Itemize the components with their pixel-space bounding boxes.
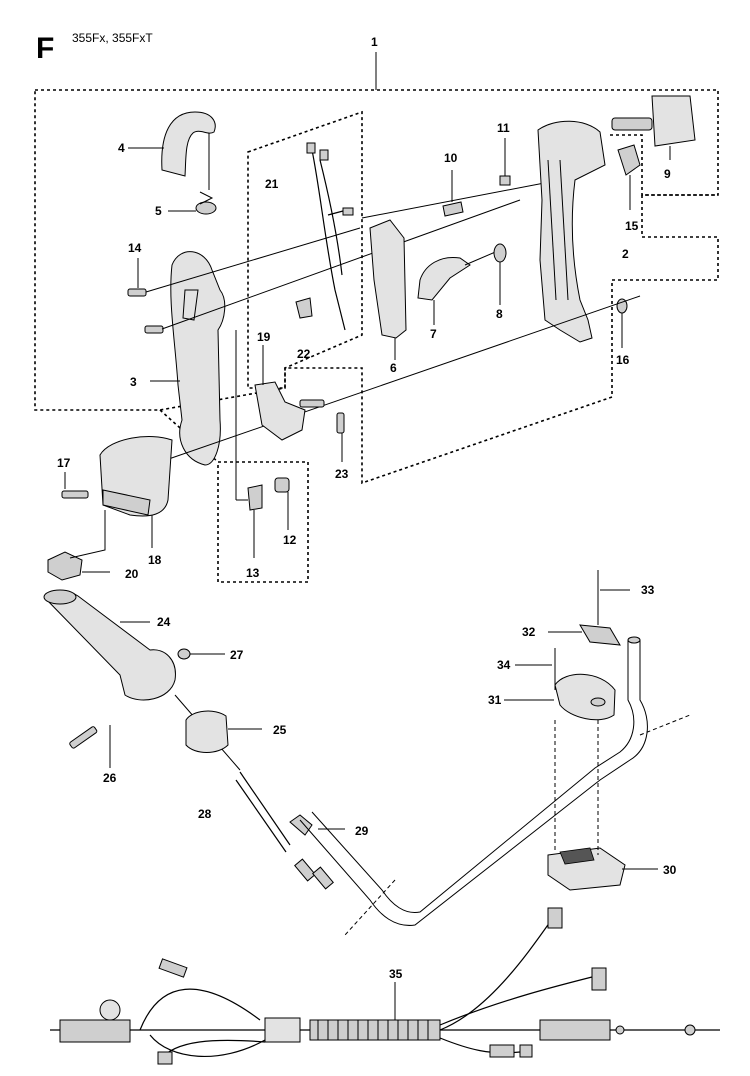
callout-13: 13 bbox=[246, 566, 260, 580]
callout-7: 7 bbox=[430, 327, 437, 341]
model-names: 355Fx, 355FxT bbox=[72, 31, 153, 45]
callout-16: 16 bbox=[616, 353, 630, 367]
part-2-handle-half bbox=[537, 120, 606, 343]
callout-20: 20 bbox=[125, 567, 139, 581]
part-27-washer bbox=[177, 648, 225, 660]
part-8-spring bbox=[493, 243, 507, 305]
callout-1: 1 bbox=[371, 35, 378, 49]
part-21-wire-harness bbox=[306, 142, 354, 331]
callout-19: 19 bbox=[257, 330, 271, 344]
callout-4: 4 bbox=[118, 141, 125, 155]
callout-30: 30 bbox=[663, 863, 677, 877]
part-10-spring bbox=[361, 170, 561, 219]
part-11-nut bbox=[499, 138, 511, 186]
callout-35: 35 bbox=[389, 967, 403, 981]
callout-22: 22 bbox=[297, 347, 311, 361]
part-28-29-bar bbox=[235, 771, 345, 890]
part-20-switch bbox=[47, 510, 110, 581]
assembly-boundary-1 bbox=[34, 89, 719, 485]
section-letter: F bbox=[36, 32, 54, 65]
callout-12: 12 bbox=[283, 533, 297, 547]
part-15-switch bbox=[617, 144, 641, 210]
callout-10: 10 bbox=[444, 151, 458, 165]
callout-11: 11 bbox=[497, 121, 510, 135]
callout-9: 9 bbox=[664, 167, 671, 181]
callout-6: 6 bbox=[390, 361, 397, 375]
callout-8: 8 bbox=[496, 307, 503, 321]
part-25-clamp bbox=[185, 710, 262, 753]
callout-labels: 1 2 3 4 5 6 7 8 9 10 11 12 13 14 15 16 1… bbox=[57, 35, 677, 981]
sub-boundary-21 bbox=[247, 110, 363, 389]
part-17-screw bbox=[61, 472, 89, 499]
callout-21: 21 bbox=[265, 177, 279, 191]
part-30-handlebar bbox=[299, 636, 691, 936]
callout-18: 18 bbox=[148, 553, 162, 567]
callout-5: 5 bbox=[155, 204, 162, 218]
callout-29: 29 bbox=[355, 824, 369, 838]
callout-3: 3 bbox=[130, 375, 137, 389]
part-22-clip bbox=[295, 297, 313, 319]
part-7-lever bbox=[417, 249, 501, 325]
callout-25: 25 bbox=[273, 723, 287, 737]
callout-15: 15 bbox=[625, 219, 639, 233]
part-16-washer bbox=[159, 295, 641, 463]
callout-27: 27 bbox=[230, 648, 244, 662]
part-9-knob bbox=[611, 95, 696, 160]
callout-2: 2 bbox=[622, 247, 629, 261]
part-3-rear-handle bbox=[150, 251, 226, 466]
sub-boundary-15 bbox=[610, 134, 718, 196]
callout-24: 24 bbox=[157, 615, 171, 629]
part-4-handle-cap bbox=[128, 111, 216, 190]
callout-23: 23 bbox=[335, 467, 349, 481]
callout-32: 32 bbox=[522, 625, 536, 639]
part-19-bracket bbox=[254, 345, 325, 441]
part-35-cable-harness bbox=[50, 907, 720, 1065]
part-26-screw bbox=[69, 694, 241, 771]
callout-26: 26 bbox=[103, 771, 117, 785]
callout-17: 17 bbox=[57, 456, 71, 470]
part-12-13-screw-clip bbox=[235, 330, 290, 558]
part-5-spring bbox=[168, 191, 217, 215]
callout-28: 28 bbox=[198, 807, 212, 821]
part-31-34-clamp-set bbox=[504, 570, 630, 855]
callout-14: 14 bbox=[128, 241, 142, 255]
part-6-trigger bbox=[369, 219, 407, 360]
part-23-screw bbox=[336, 412, 345, 462]
callout-33: 33 bbox=[641, 583, 655, 597]
callout-31: 31 bbox=[488, 693, 502, 707]
sub-boundary-12 bbox=[217, 461, 309, 583]
part-18-handle-base bbox=[99, 435, 173, 548]
part-24-front-grip bbox=[43, 589, 176, 701]
callout-34: 34 bbox=[497, 658, 511, 672]
